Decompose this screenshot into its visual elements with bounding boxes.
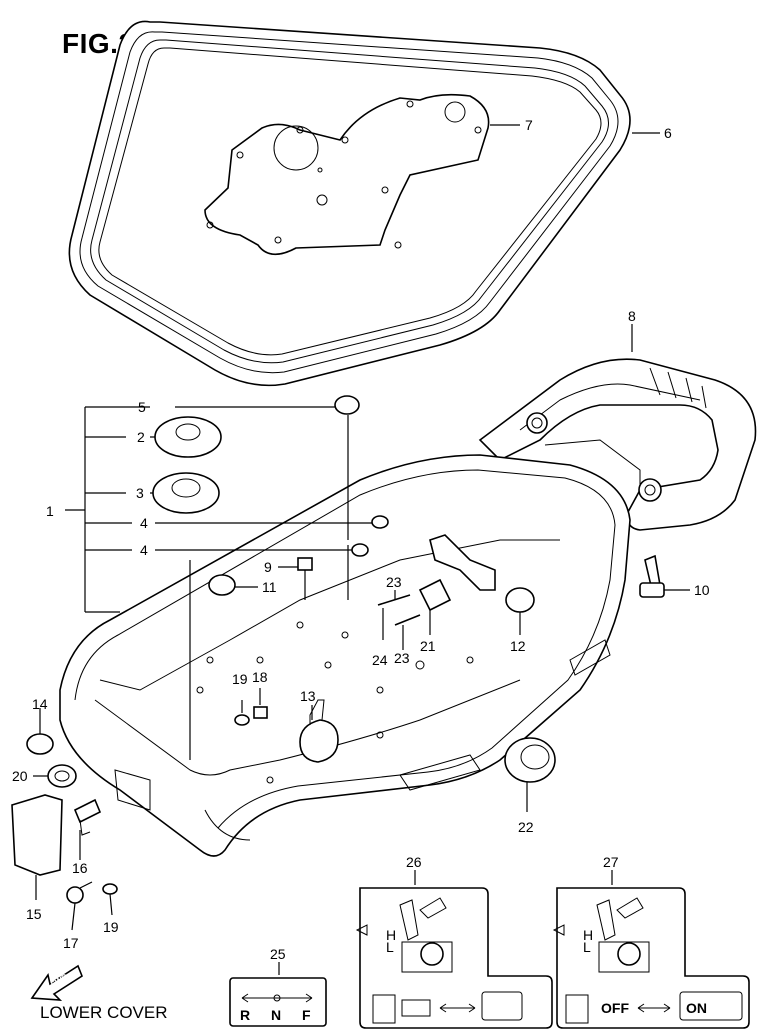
callout-numbers: 1 2 3 4 4 5 6 7 8 9 10 11 12 13 14 15 16…	[12, 117, 710, 962]
label27-h: H	[583, 927, 593, 943]
label-part-25: R N F	[229, 977, 327, 1027]
plug-part-5	[334, 395, 360, 415]
callout-17: 17	[63, 935, 79, 951]
callout-23a: 23	[386, 574, 402, 590]
label27-l: L	[583, 939, 591, 955]
label25-n: N	[271, 1007, 281, 1023]
bolt-part-10	[639, 554, 665, 598]
callout-7: 7	[525, 117, 533, 133]
callout-24: 24	[372, 652, 388, 668]
grommet-part-3	[152, 472, 220, 514]
gasket-part-7	[204, 93, 490, 256]
bolt-part-9	[297, 557, 313, 600]
callout-6: 6	[664, 125, 672, 141]
washer-part-19b	[102, 883, 118, 895]
washer-part-19a	[234, 714, 250, 726]
callout-3: 3	[136, 485, 144, 501]
callout-4a: 4	[140, 515, 148, 531]
callout-13: 13	[300, 688, 316, 704]
label25-f: F	[302, 1007, 311, 1023]
spring-part-16	[73, 798, 102, 836]
plug-part-4a	[371, 515, 389, 529]
callout-1: 1	[46, 503, 54, 519]
callout-16: 16	[72, 860, 88, 876]
pin-part-23	[377, 594, 421, 626]
callout-18: 18	[252, 669, 268, 685]
callout-21: 21	[420, 638, 436, 654]
bracket-part-21	[418, 534, 496, 612]
callout-2: 2	[137, 429, 145, 445]
plug-part-11	[208, 574, 236, 596]
label26-h: H	[386, 927, 396, 943]
callout-15: 15	[26, 906, 42, 922]
callout-20: 20	[12, 768, 28, 784]
callout-19a: 19	[232, 671, 248, 687]
label25-r: R	[240, 1007, 250, 1023]
callout-27: 27	[603, 854, 619, 870]
callout-12: 12	[510, 638, 526, 654]
callout-25: 25	[270, 946, 286, 962]
label-part-26: H L	[355, 887, 553, 1029]
handle-part-8	[478, 358, 757, 531]
lower-cover-part-1	[59, 454, 631, 857]
label26-l: L	[386, 939, 394, 955]
grommet-part-22	[504, 737, 556, 783]
label27-off: OFF	[601, 1000, 629, 1016]
callout-5: 5	[138, 399, 146, 415]
callout-26: 26	[406, 854, 422, 870]
cap-part-12	[505, 587, 535, 613]
grommet-part-20	[47, 764, 77, 788]
callout-14: 14	[32, 696, 48, 712]
callout-4b: 4	[140, 542, 148, 558]
leader-lines	[33, 124, 690, 975]
plug-part-14	[26, 733, 54, 755]
callout-19b: 19	[103, 919, 119, 935]
callout-8: 8	[628, 308, 636, 324]
knob-part-13	[299, 699, 339, 763]
screw-part-17	[66, 881, 93, 904]
label-part-27: H L OFF ON	[552, 887, 750, 1029]
nut-part-18	[253, 706, 268, 719]
label27-on: ON	[686, 1000, 707, 1016]
lever-part-15	[11, 794, 63, 876]
callout-22: 22	[518, 819, 534, 835]
figure-caption: LOWER COVER	[40, 1003, 168, 1022]
callout-23b: 23	[394, 650, 410, 666]
callout-10: 10	[694, 582, 710, 598]
grommet-part-2	[154, 416, 222, 458]
plug-part-4b	[351, 543, 369, 557]
fwd-arrow-icon: FWD	[30, 964, 83, 1001]
callout-11: 11	[262, 579, 277, 595]
callout-9: 9	[264, 559, 272, 575]
